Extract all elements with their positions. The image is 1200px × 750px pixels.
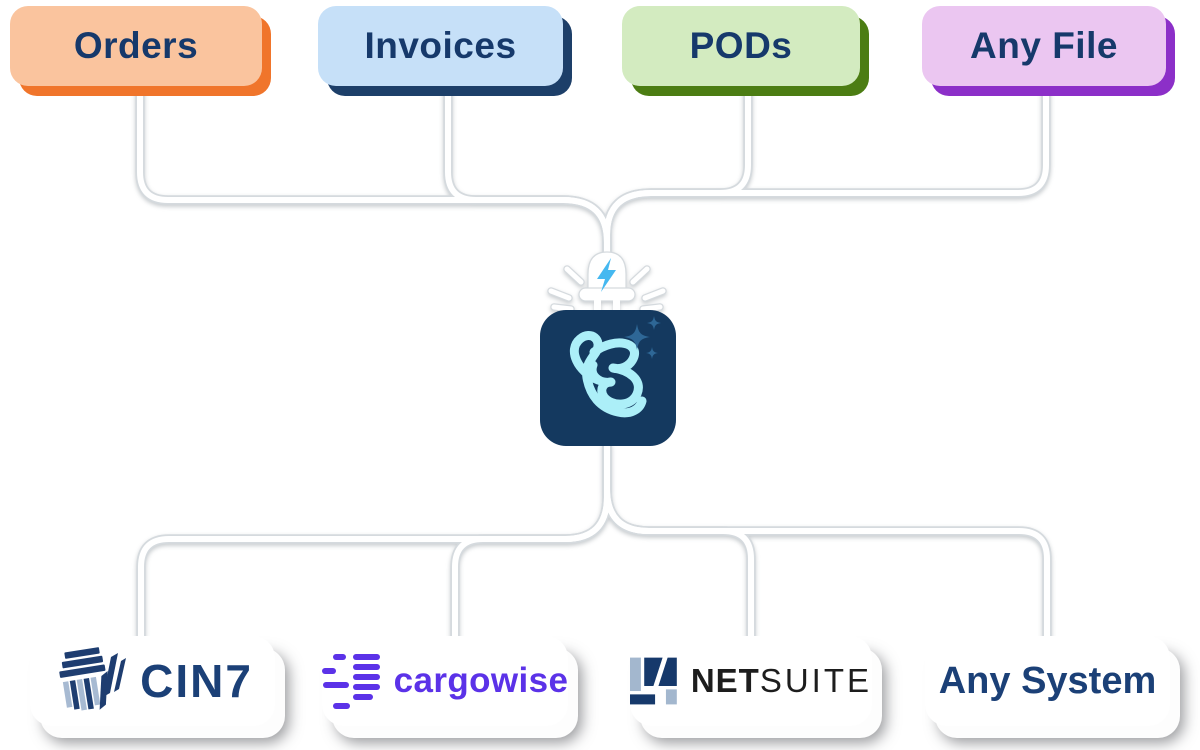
cargowise-wordmark: cargowise	[393, 661, 569, 700]
power-plug-icon	[578, 251, 636, 315]
system-box-anysystem: Any System	[925, 636, 1170, 726]
cargowise-dashes-icon	[321, 652, 380, 710]
wire-strokes	[137, 83, 1050, 641]
source-label: Any File	[970, 25, 1118, 66]
source-box-pods: PODs	[622, 6, 860, 86]
sparkle-stars	[624, 316, 661, 359]
spark-rays	[547, 265, 667, 313]
source-box-anyfile: Any File	[922, 6, 1166, 86]
cin7-wordmark: CIN7	[140, 655, 253, 707]
system-box-netsuite: NETSUITE	[630, 636, 872, 726]
hub-logo-tile	[540, 310, 676, 446]
system-box-cin7: CIN7	[30, 636, 275, 726]
system-box-cargowise: cargowise	[321, 636, 569, 726]
lightning-bolt-icon	[597, 258, 616, 292]
source-box-invoices: Invoices	[318, 6, 563, 86]
source-box-orders: Orders	[10, 6, 262, 86]
cin7-cube-icon	[59, 647, 127, 711]
source-label: Orders	[73, 25, 199, 66]
source-label: PODs	[689, 25, 793, 66]
script-b-logo	[570, 316, 661, 418]
netsuite-n-icon	[630, 657, 677, 705]
any-system-label: Any System	[938, 659, 1157, 702]
netsuite-wordmark: NETSUITE	[690, 662, 872, 699]
source-label: Invoices	[364, 25, 517, 66]
